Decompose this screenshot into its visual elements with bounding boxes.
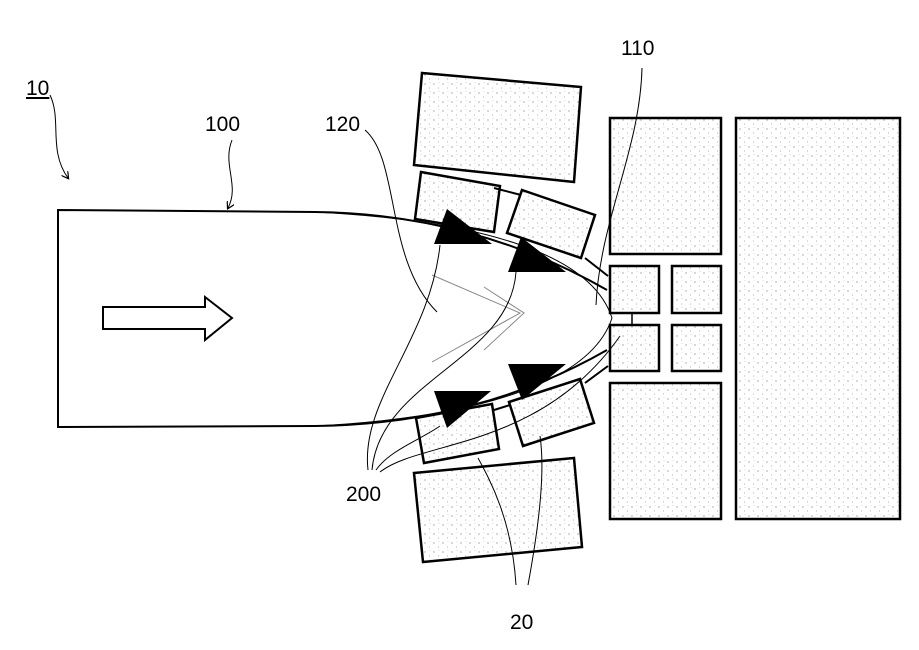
- block-top-small-1: [413, 170, 502, 234]
- filled-triangle-icon: [508, 237, 566, 272]
- label-120: 120: [325, 113, 361, 136]
- leader-20: [477, 457, 517, 586]
- leader-200: [366, 244, 441, 471]
- block-top-large: [412, 71, 583, 184]
- label-10: 10: [26, 77, 50, 100]
- block-bottom-large: [412, 456, 584, 564]
- leader-10: [49, 94, 68, 178]
- body-outline: [57, 208, 316, 429]
- filled-triangle-icon: [434, 209, 492, 244]
- filled-triangle-icon: [434, 391, 491, 428]
- hollow-right-arrow-icon: [102, 294, 234, 343]
- block-right-small: [670, 323, 723, 373]
- filled-triangle-icon: [508, 364, 566, 400]
- label-110: 110: [621, 37, 655, 60]
- leader-200: [375, 425, 441, 471]
- leader-20: [527, 435, 543, 586]
- label-200: 200: [346, 483, 382, 506]
- leader-120: [364, 129, 438, 313]
- block-far-right: [734, 116, 902, 521]
- block-bottom-small-2: [507, 377, 596, 448]
- leader-200: [371, 271, 517, 471]
- block-right-top: [608, 116, 723, 256]
- inner-guide-line: [483, 286, 525, 351]
- leader-110: [595, 67, 643, 306]
- block-top-small-2: [505, 188, 597, 260]
- label-100: 100: [205, 113, 241, 136]
- leader-200: [379, 335, 621, 473]
- block-right-small: [670, 264, 723, 315]
- label-20: 20: [510, 611, 534, 634]
- block-right-bottom: [608, 381, 723, 521]
- leader-100: [228, 139, 232, 208]
- block-right-small: [608, 264, 661, 315]
- inner-guide-line: [431, 274, 522, 363]
- block-right-small: [608, 323, 661, 373]
